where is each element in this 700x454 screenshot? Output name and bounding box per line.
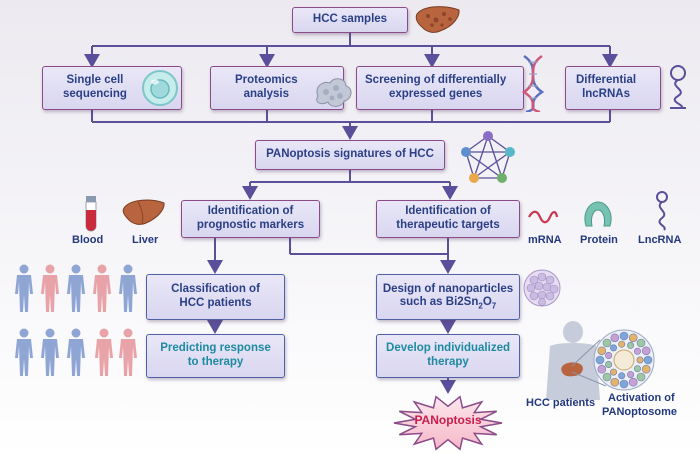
patient-silhouette-icon	[546, 321, 600, 400]
proteomics-label-line1: Proteomics	[235, 74, 298, 87]
single-cell-icon	[142, 70, 178, 106]
panoptosome-subunit	[597, 364, 607, 374]
activation-label-line2: PANoptosome	[602, 406, 677, 418]
panoptosome-subunit	[636, 372, 646, 382]
lncrna-label-line1: Differential	[576, 74, 637, 87]
liver-icon-side	[122, 199, 165, 225]
predicting-response-box: Predicting response to therapy	[146, 334, 285, 378]
screening-genes-box: Screening of differentially expressed ge…	[356, 66, 524, 110]
hcc-samples-label: HCC samples	[312, 13, 388, 26]
formula-subscript-2: 7	[491, 301, 497, 311]
nanoparticles-label-line1: Design of nanoparticles	[382, 282, 514, 295]
panoptosome-subunit	[610, 377, 620, 387]
protein-cluster-icon	[316, 78, 352, 107]
panoptosome-subunit	[605, 351, 613, 359]
panoptosome-subunit	[641, 364, 651, 374]
panoptosome-subunit	[627, 371, 635, 379]
screening-label-line1: Screening of differentially	[365, 74, 507, 87]
panoptosome-subunit	[610, 333, 620, 343]
prognostic-markers-box: Identification of prognostic markers	[181, 200, 320, 238]
signatures-label: PANoptosis signatures of HCC	[266, 148, 434, 161]
liver-label: Liver	[132, 234, 159, 246]
lncrna-label-line2: lncRNAs	[582, 88, 630, 100]
panoptosome-subunit	[609, 344, 617, 352]
panoptosome-subunit	[597, 346, 607, 356]
classification-label-line2: HCC patients	[179, 297, 252, 309]
individualized-label-line2: therapy	[427, 356, 469, 368]
proteomics-label-line2: analysis	[243, 88, 290, 100]
nanoparticles-formula-prefix: such as Bi2Sn	[399, 296, 479, 309]
hcc-patients-label: HCC patients	[526, 397, 596, 409]
individualized-therapy-box: Develop individualized therapy	[376, 334, 520, 378]
predicting-label-line1: Predicting response	[160, 342, 271, 355]
panoptosome-subunit	[633, 365, 641, 373]
formula-subscript-1: 2	[478, 301, 483, 311]
screening-label-line2: expressed genes	[388, 88, 483, 100]
panoptosis-starburst	[393, 395, 503, 451]
network-icon	[461, 131, 515, 183]
panoptosome-subunit	[619, 331, 629, 341]
panoptosome-subunit	[636, 338, 646, 348]
panoptosome-subunit	[627, 341, 635, 349]
individualized-label-line1: Develop individualized	[386, 342, 510, 355]
panoptosome-subunit	[619, 379, 629, 389]
panoptosome-subunit	[618, 372, 626, 380]
panoptosome-subunit	[618, 340, 626, 348]
prognostic-label-line1: Identification of	[207, 205, 294, 218]
panoptosome-subunit	[641, 346, 651, 356]
mrna-label: mRNA	[528, 234, 562, 246]
panoptosis-signatures-box: PANoptosis signatures of HCC	[255, 140, 445, 170]
liver-icon-top	[415, 6, 460, 33]
formula-oxygen: O	[482, 296, 492, 309]
nanoparticle-sphere-icon	[523, 269, 561, 307]
panoptosome-subunit	[605, 360, 613, 368]
panoptosome-subunit	[633, 347, 641, 355]
predicting-label-line2: to therapy	[187, 356, 244, 368]
blood-label: Blood	[72, 234, 104, 246]
nanoparticles-box: Design of nanoparticles such as Bi2Sn2O7	[376, 274, 520, 320]
classification-label-line1: Classification of	[171, 283, 260, 296]
protein-label: Protein	[580, 234, 618, 246]
panoptosome-subunit	[636, 356, 644, 364]
hcc-samples-box: HCC samples	[292, 7, 408, 33]
panoptosome-subunit	[609, 368, 617, 376]
lncrna-icon-side	[656, 191, 668, 231]
therapeutic-label-line1: Identification of	[405, 205, 491, 218]
nanoparticles-label-line2: such as Bi2Sn2O7	[383, 296, 513, 311]
panoptosome-icon	[593, 329, 655, 391]
dna-helix-icon	[521, 54, 545, 112]
panoptosis-label: PANoptosis	[414, 413, 482, 427]
therapeutic-label-line2: therapeutic targets	[396, 219, 500, 231]
panoptosome-subunit	[628, 377, 638, 387]
panoptosome-subunit	[595, 355, 605, 365]
classification-box: Classification of HCC patients	[146, 274, 285, 320]
panoptosome-subunit	[628, 333, 638, 343]
differential-lncrnas-box: Differential lncRNAs	[565, 66, 661, 110]
panoptosome-subunit	[643, 355, 653, 365]
single-cell-label-line2: sequencing	[63, 88, 127, 100]
single-cell-label-line1: Single cell	[66, 74, 124, 87]
panoptosome-subunit	[602, 338, 612, 348]
mrna-icon	[528, 210, 558, 224]
blood-tube-icon	[85, 196, 97, 232]
panoptosome-subunit	[602, 372, 612, 382]
lncrna-icon-top	[670, 65, 686, 109]
protein-icon	[584, 201, 612, 227]
therapeutic-targets-box: Identification of therapeutic targets	[376, 200, 520, 238]
activation-label-line1: Activation of	[608, 392, 675, 404]
prognostic-label-line2: prognostic markers	[196, 219, 305, 231]
lncrna-label: LncRNA	[638, 234, 682, 246]
